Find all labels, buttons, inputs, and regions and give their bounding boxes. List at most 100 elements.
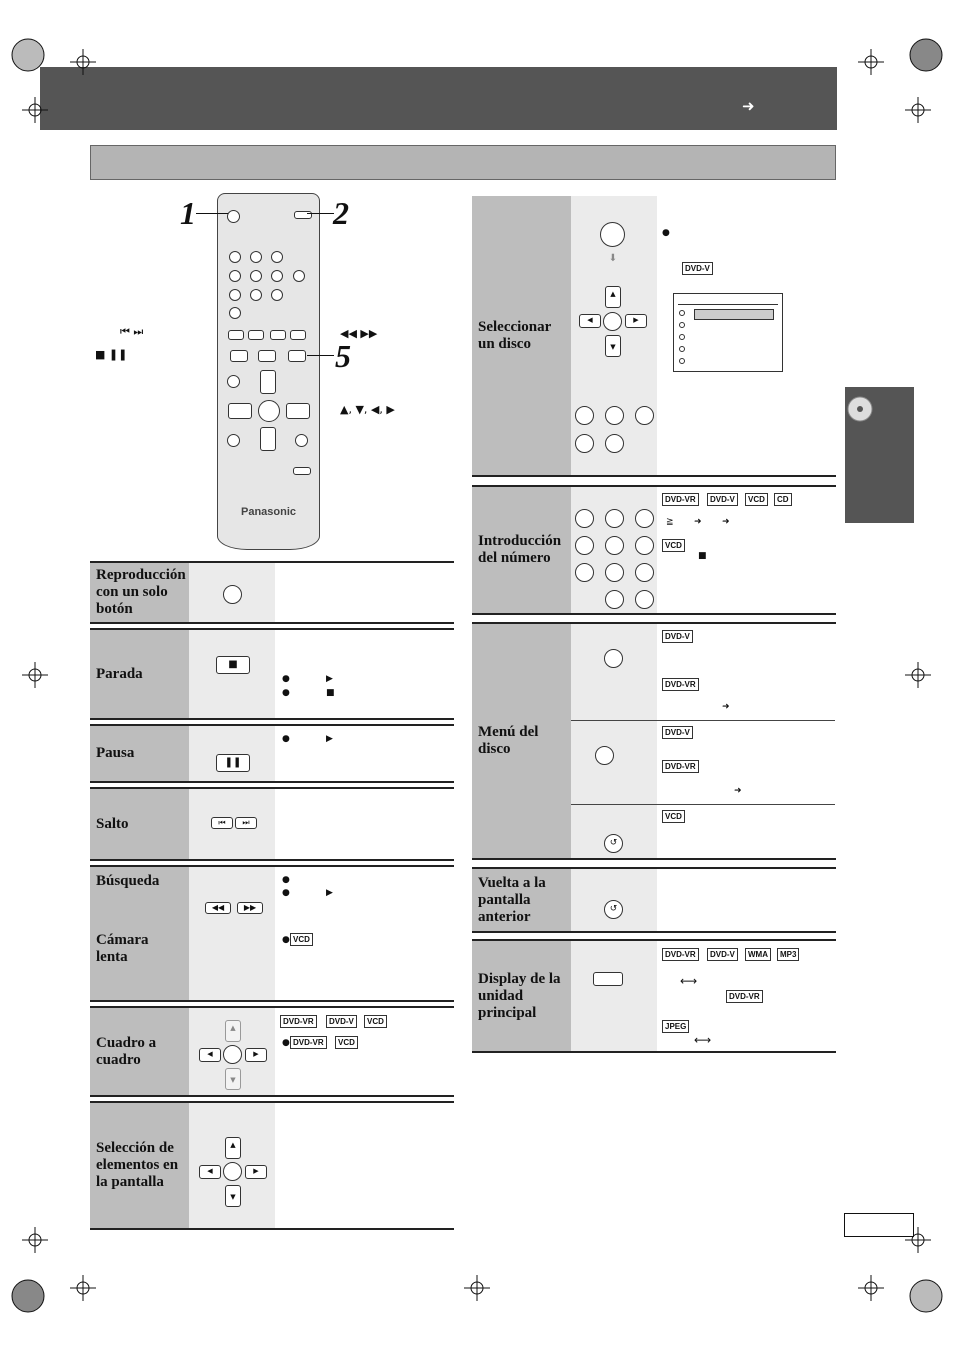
power-button[interactable] bbox=[227, 210, 240, 223]
tag-dvdv: DVD-V bbox=[662, 630, 693, 643]
num-9[interactable] bbox=[271, 289, 283, 301]
row-select-disc: Seleccionar un disco ⬇ ▲ ◀ ▶ ▼ ● DVD-V bbox=[472, 196, 836, 477]
search-callout: ◀◀ ▶▶ bbox=[340, 327, 378, 340]
cursor-left-icon: ◀ bbox=[199, 1165, 221, 1179]
row-label: Pausa bbox=[90, 726, 189, 781]
row-label: Selección de elementos en la pantalla bbox=[90, 1103, 189, 1228]
row-label: Seleccionar un disco bbox=[472, 196, 571, 475]
play-one-touch-button[interactable] bbox=[294, 211, 312, 219]
skip-forward-button[interactable] bbox=[248, 330, 264, 340]
row-frame-by-frame: Cuadro a cuadro ▲ ◀ ▶ ▼ DVD-VR DVD-V VCD… bbox=[90, 1006, 454, 1097]
num-icon bbox=[605, 434, 624, 453]
remote-control: Panasonic bbox=[217, 193, 320, 550]
search-back-button[interactable] bbox=[270, 330, 286, 340]
tag-dvdv: DVD-V bbox=[707, 493, 738, 506]
search-forward-icon: ▶▶ bbox=[237, 902, 263, 914]
row-pause: Pausa ❚❚ ● ▶ bbox=[90, 724, 454, 783]
num-2[interactable] bbox=[250, 251, 262, 263]
cursor-down-button[interactable] bbox=[260, 427, 276, 451]
tag-dvdvr: DVD-VR bbox=[662, 948, 699, 961]
skip-forward-icon: ⏭ bbox=[235, 817, 257, 829]
num-icon bbox=[605, 509, 624, 528]
search-back-icon: ◀◀ bbox=[205, 902, 231, 914]
menu-button[interactable] bbox=[227, 434, 240, 447]
num-4[interactable] bbox=[229, 270, 241, 282]
num-icon bbox=[575, 509, 594, 528]
tag-wma: WMA bbox=[745, 948, 771, 961]
stop-icon: ■ bbox=[216, 656, 250, 674]
one-touch-button-icon bbox=[223, 585, 242, 604]
row-select-items: Selección de elementos en la pantalla ▲ … bbox=[90, 1101, 454, 1230]
num-icon bbox=[575, 406, 594, 425]
search-forward-button[interactable] bbox=[290, 330, 306, 340]
row-skip: Salto ⏮ ⏭ bbox=[90, 787, 454, 861]
num-icon bbox=[605, 563, 624, 582]
menu-icon bbox=[595, 746, 614, 765]
cursor-down-icon: ▼ bbox=[605, 335, 621, 357]
cursor-right-button[interactable] bbox=[286, 403, 310, 419]
enter-icon bbox=[223, 1162, 242, 1181]
num-icon bbox=[635, 536, 654, 555]
row-disc-menu: Menú del disco ↺ DVD-V DVD-VR ➜ DVD-V DV… bbox=[472, 622, 836, 860]
header-arrow-icon: ➜ bbox=[742, 97, 755, 115]
num-6[interactable] bbox=[271, 270, 283, 282]
cursor-right-icon: ▶ bbox=[625, 314, 647, 328]
tag-vcd: VCD bbox=[290, 933, 313, 946]
tag-dvdv: DVD-V bbox=[326, 1015, 357, 1028]
disc-select-button[interactable] bbox=[293, 270, 305, 282]
num-3[interactable] bbox=[271, 251, 283, 263]
page-number-box bbox=[844, 1213, 914, 1237]
top-menu-button[interactable] bbox=[227, 375, 240, 388]
tag-dvdvr: DVD-VR bbox=[662, 678, 699, 691]
enter-icon bbox=[603, 312, 622, 331]
enter-icon bbox=[223, 1045, 242, 1064]
section-bar bbox=[90, 145, 836, 180]
row-label: Parada bbox=[90, 630, 189, 718]
row-label: Introducción del número bbox=[472, 487, 571, 613]
cursor-up-icon: ▲ bbox=[225, 1020, 241, 1042]
num-icon bbox=[635, 590, 654, 609]
step-number-2: 2 bbox=[333, 195, 349, 231]
num-8[interactable] bbox=[250, 289, 262, 301]
num-7[interactable] bbox=[229, 289, 241, 301]
tag-vcd: VCD bbox=[662, 539, 685, 552]
tag-mp3: MP3 bbox=[777, 948, 800, 961]
row-stop: Parada ■ ● ▶ ● ■ bbox=[90, 628, 454, 720]
cursor-left-icon: ◀ bbox=[199, 1048, 221, 1062]
row-return: Vuelta a la pantalla anterior ↺ bbox=[472, 867, 836, 933]
num-0[interactable] bbox=[229, 307, 241, 319]
cursor-left-button[interactable] bbox=[228, 403, 252, 419]
play-button[interactable] bbox=[288, 350, 306, 362]
return-icon: ↺ bbox=[604, 900, 623, 919]
row-number-input: Introducción del número DVD-VR DVD-V VCD… bbox=[472, 485, 836, 615]
cursor-callout: ▲, ▼, ◀, ▶ bbox=[340, 403, 395, 416]
tag-dvdvr: DVD-VR bbox=[290, 1036, 327, 1049]
cursor-up-icon: ▲ bbox=[605, 286, 621, 308]
disc-icon bbox=[847, 396, 873, 422]
num-icon bbox=[635, 563, 654, 582]
display-icon bbox=[593, 972, 623, 986]
stop-pause-callout: ■ ❚❚ bbox=[95, 348, 128, 361]
row-main-display: Display de la unidad principal DVD-VR DV… bbox=[472, 939, 836, 1053]
cursor-right-icon: ▶ bbox=[245, 1048, 267, 1062]
skip-back-button[interactable] bbox=[228, 330, 244, 340]
return-button[interactable] bbox=[295, 434, 308, 447]
row-label: Cámara lenta bbox=[96, 932, 149, 965]
stop-button[interactable] bbox=[230, 350, 248, 362]
num-icon bbox=[605, 536, 624, 555]
row-one-touch-play: Reproducción con un solo botón bbox=[90, 561, 454, 624]
enter-button[interactable] bbox=[258, 400, 280, 422]
cursor-right-icon: ▶ bbox=[245, 1165, 267, 1179]
selected-disc bbox=[694, 309, 774, 320]
step-number-5: 5 bbox=[335, 338, 351, 374]
pause-button[interactable] bbox=[258, 350, 276, 362]
tag-dvdvr: DVD-VR bbox=[726, 990, 763, 1003]
num-icon bbox=[605, 406, 624, 425]
cursor-left-icon: ◀ bbox=[579, 314, 601, 328]
display-button[interactable] bbox=[293, 467, 311, 475]
num-5[interactable] bbox=[250, 270, 262, 282]
cursor-up-button[interactable] bbox=[260, 370, 276, 394]
num-1[interactable] bbox=[229, 251, 241, 263]
num-icon bbox=[635, 406, 654, 425]
row-label: Cuadro a cuadro bbox=[90, 1008, 189, 1095]
